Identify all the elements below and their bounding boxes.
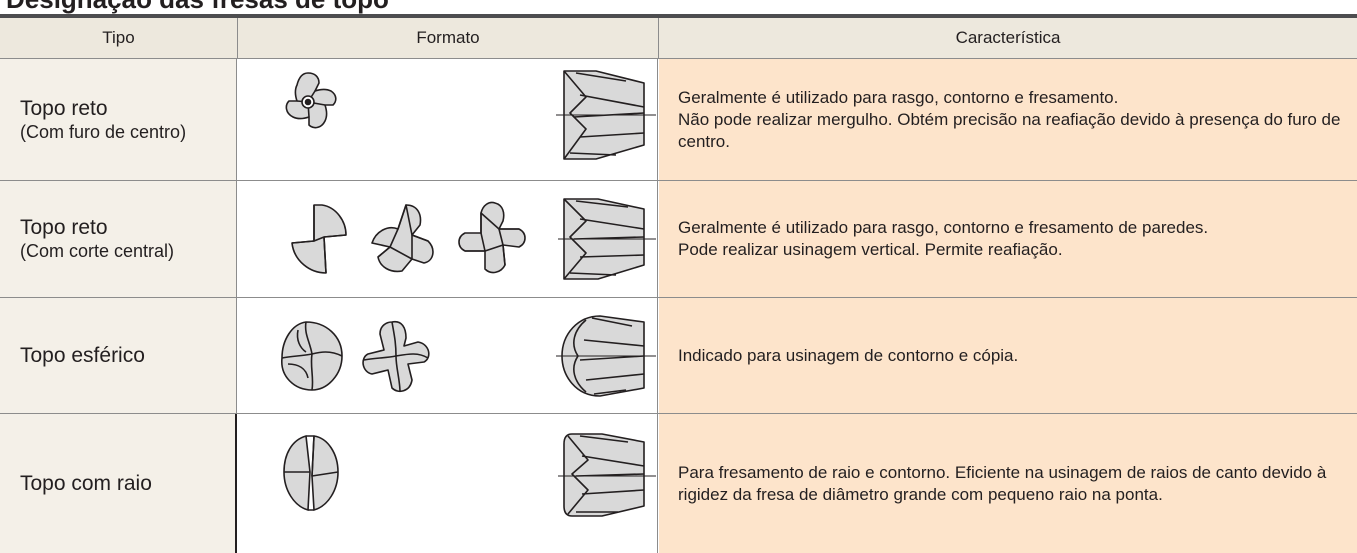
caracteristica-text: Geralmente é utilizado para rasgo, conto… (678, 218, 1209, 259)
row-divider (0, 297, 1357, 298)
square-end-mill-side-view-icon (556, 70, 656, 160)
caracteristica-cell: Geralmente é utilizado para rasgo, conto… (659, 181, 1357, 297)
caracteristica-text: Para fresamento de raio e contorno. Efic… (678, 462, 1327, 504)
header-caracteristica: Característica (659, 18, 1357, 59)
tipo-name: Topo com raio (20, 471, 152, 495)
2-flute-ball-end-view-icon (281, 321, 343, 391)
formato-cell (238, 59, 658, 180)
caracteristica-cell: Para fresamento de raio e contorno. Efic… (659, 414, 1357, 553)
header-formato: Formato (238, 18, 659, 59)
table-row: Topo esférico Indicado para usinagem de … (0, 298, 1357, 413)
tipo-cell: Topo com raio (0, 414, 237, 553)
tipo-cell: Topo esférico (0, 298, 237, 413)
caracteristica-cell: Indicado para usinagem de contorno e cóp… (659, 298, 1357, 413)
tipo-note: (Com corte central) (20, 241, 175, 261)
3-flute-end-view-icon (371, 204, 434, 273)
formato-cell (238, 414, 658, 553)
radius-end-mill-side-view-icon (558, 433, 656, 517)
page-title: Designação das fresas de topo (6, 0, 389, 12)
ball-end-mill-side-view-icon (556, 315, 656, 397)
top-rule (0, 14, 1357, 18)
tipo-name: Topo esférico (20, 343, 145, 367)
table-row: Topo com raio Para fresamento de raio e … (0, 414, 1357, 553)
header-tipo: Tipo (0, 18, 238, 59)
formato-cell (238, 181, 658, 297)
tipo-cell: Topo reto (Com furo de centro) (0, 59, 237, 180)
tipo-name: Topo reto (20, 216, 108, 239)
caracteristica-text: Geralmente é utilizado para rasgo, conto… (678, 87, 1341, 151)
row-divider (0, 180, 1357, 181)
table-row: Topo reto (Com corte central) (0, 181, 1357, 297)
square-end-mill-side-view-icon (558, 198, 656, 280)
row-divider (0, 413, 1357, 414)
2-flute-radius-end-view-icon (283, 435, 339, 511)
tipo-name: Topo reto (20, 96, 108, 120)
4-flute-center-hole-end-view-icon (285, 72, 337, 129)
4-flute-end-view-icon (458, 201, 526, 274)
2-flute-end-view-icon (291, 204, 347, 274)
end-mill-table: Tipo Formato Característica Topo reto (C… (0, 18, 1357, 553)
caracteristica-text: Indicado para usinagem de contorno e cóp… (678, 345, 1019, 365)
formato-cell (238, 298, 658, 413)
page-title-clipped: Designação das fresas de topo (0, 0, 1357, 14)
caracteristica-cell: Geralmente é utilizado para rasgo, conto… (659, 59, 1357, 180)
4-flute-ball-end-view-icon (362, 320, 430, 393)
tipo-cell: Topo reto (Com corte central) (0, 181, 237, 297)
table-row: Topo reto (Com furo de centro) Geralment… (0, 59, 1357, 180)
tipo-note: (Com furo de centro) (20, 121, 187, 142)
